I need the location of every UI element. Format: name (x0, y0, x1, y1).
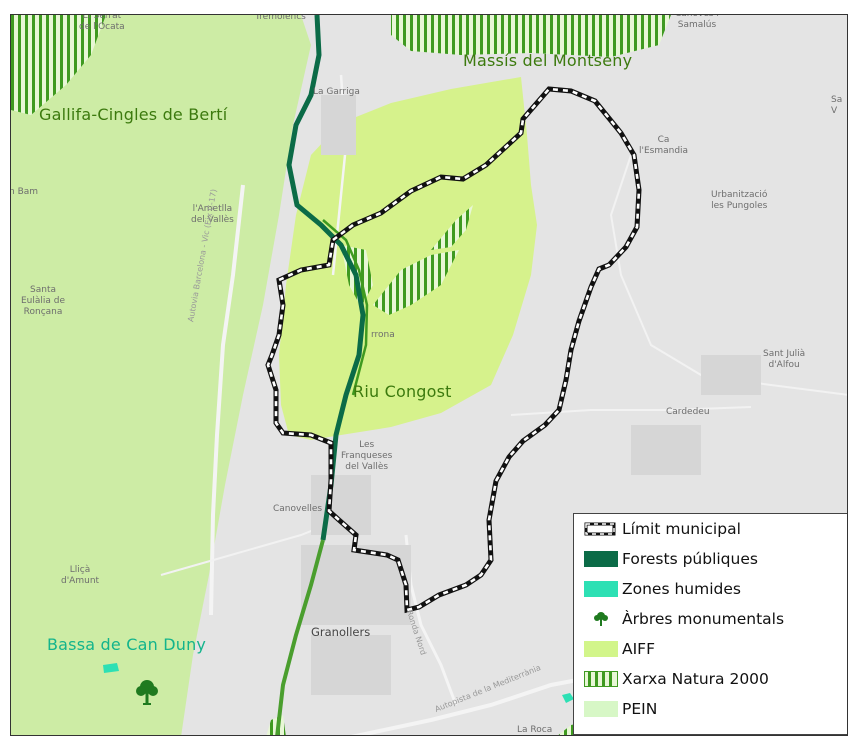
legend-row-aiff: AIFF (584, 638, 655, 660)
label-montseny: Massís del Montseny (463, 51, 633, 70)
place-sant-v: Sa V (831, 95, 843, 116)
tree-icon (594, 612, 608, 626)
legend-label-trees: Àrbres monumentals (622, 610, 785, 628)
map-legend: Límit municipal Forests públiques Zones … (573, 513, 847, 735)
natura-hatch-swatch (584, 671, 618, 687)
natura-top-left-hatch (11, 15, 106, 115)
pein-swatch (584, 701, 618, 717)
place-granollers: Granollers (311, 625, 371, 639)
legend-row-pein: PEIN (584, 698, 657, 720)
monumental-tree-icon (136, 680, 158, 705)
place-corrona: rrona (371, 330, 395, 340)
river-congost-south (275, 539, 325, 735)
legend-row-limit: Límit municipal (584, 518, 741, 540)
place-garriga: La Garriga (313, 87, 360, 97)
place-cardedeu: Cardedeu (666, 407, 710, 417)
place-franqueses: Les Franqueses del Vallès (341, 440, 393, 472)
legend-label-forests: Forests públiques (622, 550, 758, 568)
wetland-east (562, 693, 574, 703)
legend-label-aiff: AIFF (622, 640, 656, 658)
forest-swatch (584, 551, 618, 567)
natura-congost-hatch-3 (431, 205, 473, 250)
place-pungoles: Urbanització les Pungoles (711, 190, 768, 211)
natura-congost-hatch-2 (373, 250, 459, 315)
legend-label-limit: Límit municipal (622, 520, 741, 538)
legend-row-forests: Forests públiques (584, 548, 758, 570)
label-can-duny: Bassa de Can Duny (47, 635, 207, 654)
place-santa-eulalia: Santa Eulàlia de Ronçana (21, 285, 66, 317)
place-ametlla: l'Ametlla del Vallès (191, 204, 234, 225)
label-riu-congost: Riu Congost (353, 382, 452, 401)
legend-row-trees: Àrbres monumentals (584, 608, 784, 630)
label-gallifa: Gallifa-Cingles de Bertí (39, 105, 228, 124)
place-llica: Lliçà d'Amunt (61, 565, 100, 586)
place-la-roca: La Roca (517, 725, 553, 735)
road-cardedeu (510, 406, 752, 416)
legend-label-wetlands: Zones humides (622, 580, 741, 598)
place-canovelles: Canovelles (273, 504, 323, 514)
legend-row-natura: Xarxa Natura 2000 (584, 668, 769, 690)
legend-label-pein: PEIN (622, 700, 658, 718)
wetland-swatch (584, 581, 618, 597)
place-canoves: Cànoves i Samalús (675, 14, 719, 30)
map-view[interactable]: El Serrat de l'Ocata Tremolencs Cànoves … (10, 14, 848, 736)
legend-row-wetlands: Zones humides (584, 578, 741, 600)
road-c17 (209, 184, 245, 616)
road-east (609, 154, 847, 396)
aiff-swatch (584, 641, 618, 657)
legend-label-natura: Xarxa Natura 2000 (622, 670, 769, 688)
place-tremolencs: Tremolencs (255, 14, 306, 22)
wetland-can-duny (103, 663, 119, 673)
river-congost-secondary (322, 219, 369, 396)
place-ca-esmandia: Ca l'Esmandia (639, 135, 689, 156)
natura-montseny-hatch (391, 15, 671, 57)
place-bam: n Bam (10, 187, 39, 197)
municipal-boundary-dashes (266, 87, 641, 612)
pein-gallifa-area (11, 15, 311, 735)
river-congost-north (286, 15, 366, 541)
place-serrat: El Serrat de l'Ocata (79, 14, 125, 32)
dashed-boundary-icon (584, 522, 616, 536)
place-sant-julia: Sant Julià d'Alfou (763, 349, 806, 370)
